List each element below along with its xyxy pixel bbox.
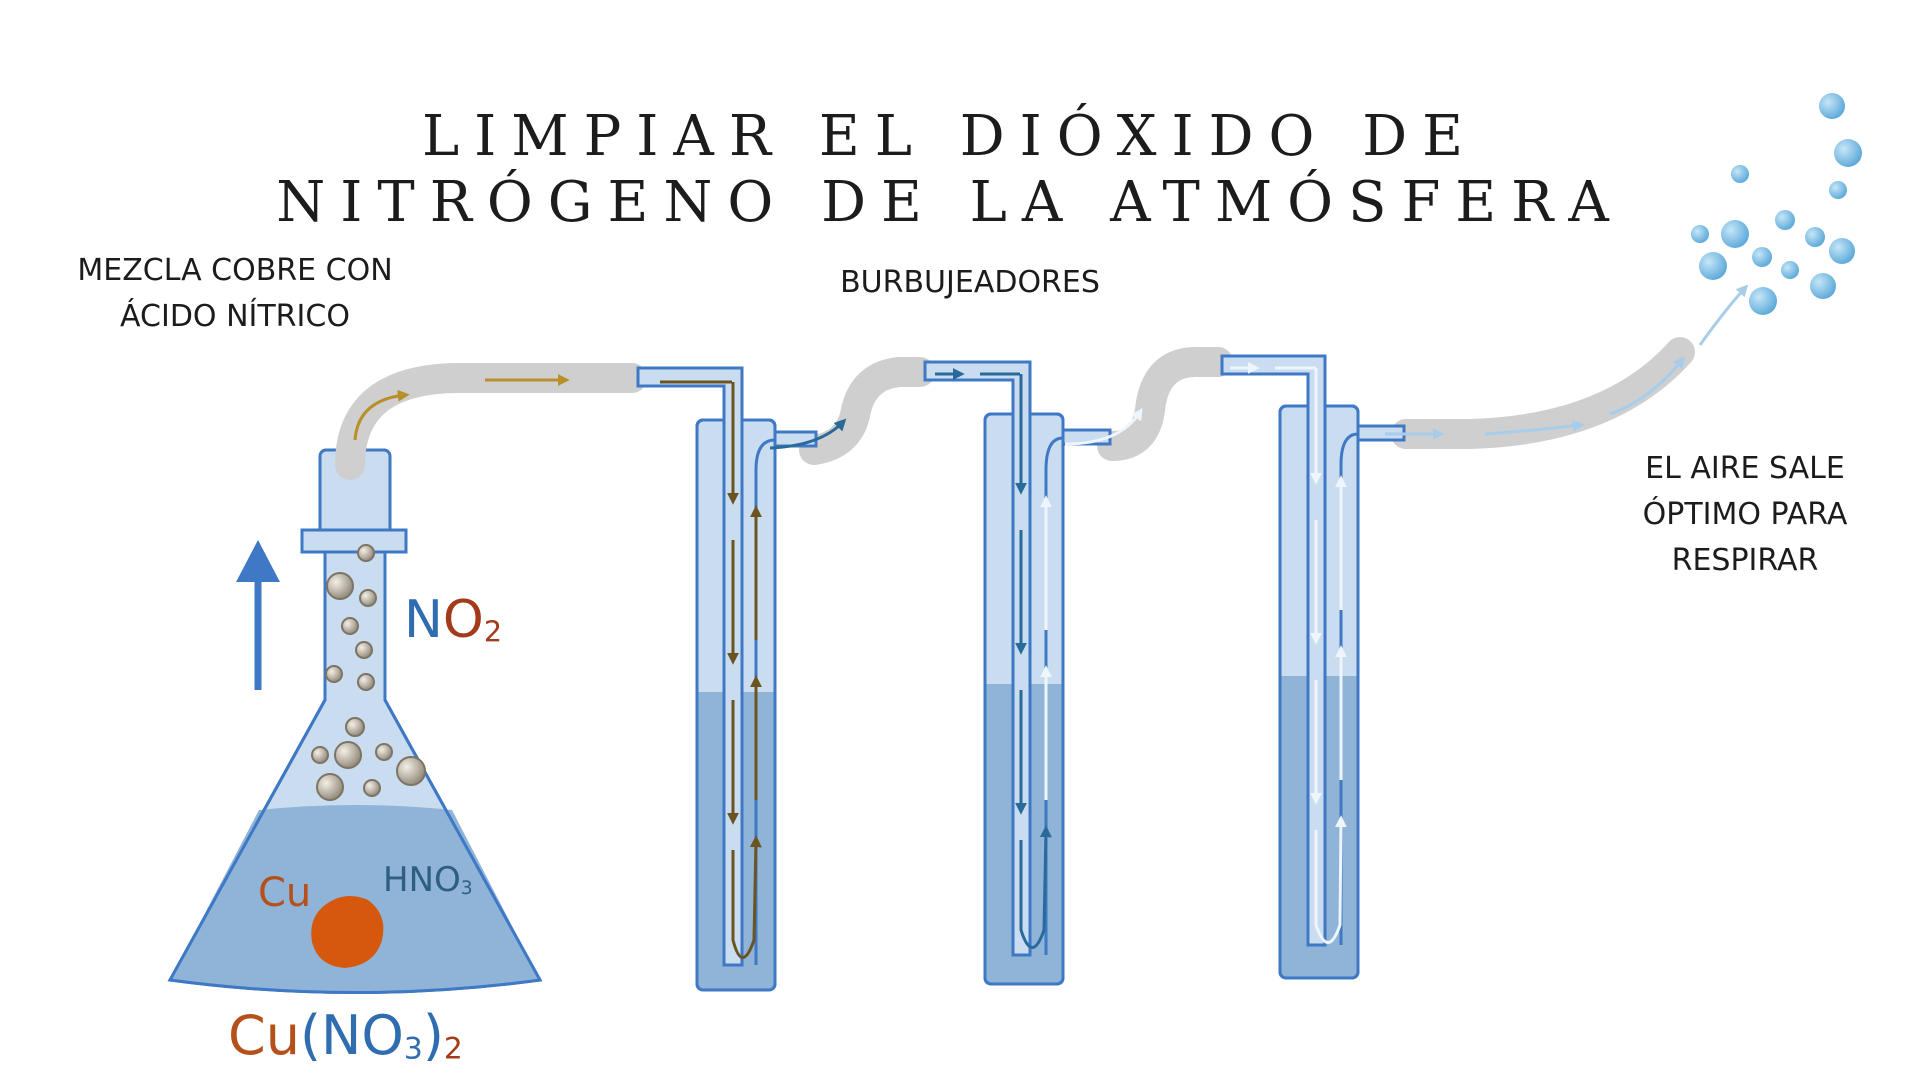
copper-piece [311, 896, 384, 968]
clean-air-bubbles [1691, 93, 1862, 315]
hno3-subscript: 3 [460, 877, 473, 899]
cuno3-subscript-2: 2 [443, 1031, 463, 1067]
cu-label: Cu [258, 870, 312, 916]
bubbler-2 [923, 360, 1112, 986]
clean-air-label: EL AIRE SALE ÓPTIMO PARA RESPIRAR [1585, 446, 1905, 584]
bubbler-1 [636, 366, 818, 992]
no2-formula: NO2 [404, 590, 502, 650]
cuno3-cu: Cu [228, 1004, 300, 1067]
cuno3-subscript-3: 3 [403, 1031, 423, 1067]
hno3-formula: HNO3 [383, 860, 473, 900]
clean-air-label-line-3: RESPIRAR [1671, 543, 1819, 578]
mixture-label: MEZCLA COBRE CON ÁCIDO NÍTRICO [40, 248, 430, 340]
clean-air-label-line-2: ÓPTIMO PARA [1642, 497, 1848, 532]
up-arrow-icon [236, 540, 280, 690]
cuno3-close-paren: ) [422, 1004, 444, 1067]
bubblers-label: BURBUJEADORES [840, 265, 1100, 300]
gas-bubbles-flask [311, 544, 426, 801]
copper-nitrate-formula: Cu(NO3)2 [228, 1004, 463, 1067]
no2-subscript: 2 [483, 614, 503, 649]
mixture-label-line-1: MEZCLA COBRE CON [77, 253, 393, 288]
no2-o: O [442, 590, 484, 650]
cuno3-open-paren: ( [299, 1004, 322, 1067]
cuno3-no: NO [321, 1004, 404, 1067]
no2-n: N [404, 590, 443, 650]
bubbler-3 [1220, 354, 1406, 980]
clean-air-label-line-1: EL AIRE SALE [1645, 451, 1845, 486]
gas-flow-arrows [353, 284, 1749, 450]
hno3-text: HNO [383, 860, 461, 900]
page-title: LIMPIAR EL DIÓXIDO DE NITRÓGENO DE LA AT… [276, 104, 1624, 235]
mixture-label-line-2: ÁCIDO NÍTRICO [120, 299, 350, 334]
